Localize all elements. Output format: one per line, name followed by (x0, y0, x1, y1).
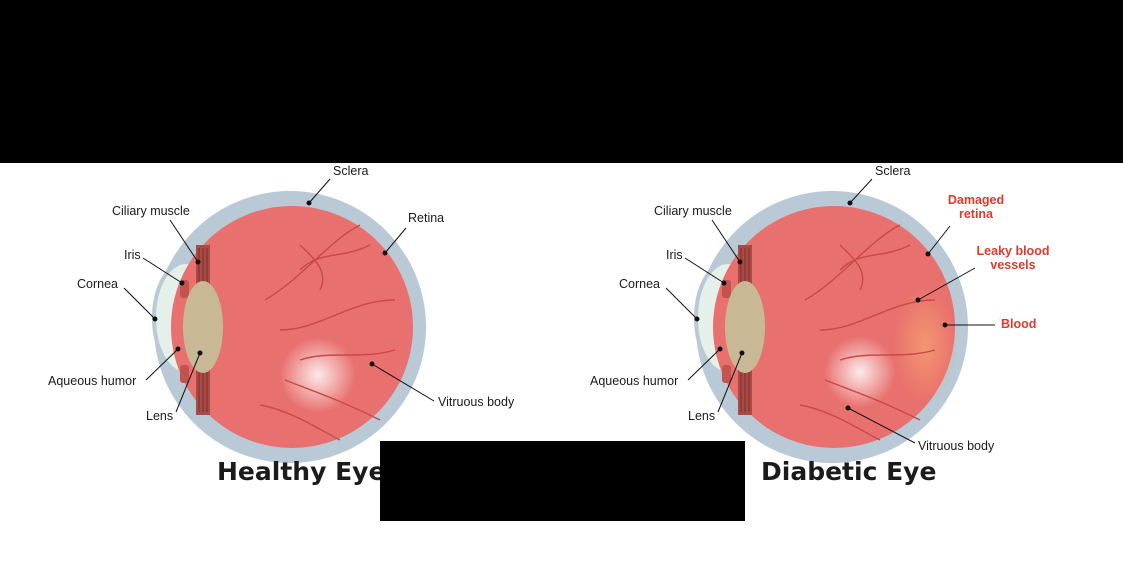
blood-vessels (799, 224, 936, 441)
healthy-label-cornea: Cornea (77, 277, 118, 291)
diabetic-label-blood: Blood (1001, 317, 1037, 331)
healthy-label-aqueous-humor: Aqueous humor (48, 374, 137, 388)
healthy-label-ciliary-muscle: Ciliary muscle (112, 204, 190, 218)
glow-spot (280, 337, 356, 413)
blood-vessels (259, 224, 396, 441)
lens-shape (183, 281, 223, 373)
healthy-label-vitreous-body: Vitruous body (438, 395, 515, 409)
blood-patch (893, 287, 957, 403)
diabetic-label-damaged-retina: Damaged retina (947, 193, 1005, 221)
diabetic-label-aqueous-humor: Aqueous humor (590, 374, 679, 388)
diabetic-label-vitreous-body: Vitruous body (918, 439, 995, 453)
diabetic-eye-title: Diabetic Eye (761, 457, 937, 486)
diabetic-label-iris: Iris (666, 248, 683, 262)
iris-lower (722, 365, 731, 383)
healthy-eye-title: Healthy Eye (217, 457, 386, 486)
black-overlay-block (380, 441, 745, 521)
diabetic-label-leaky-vessels: Leaky blood vessels (976, 244, 1050, 272)
healthy-leaders (123, 178, 435, 413)
eyeball-interior (713, 206, 955, 448)
healthy-eye (152, 191, 426, 463)
glow-spot (824, 336, 896, 408)
healthy-label-iris: Iris (124, 248, 141, 262)
diabetic-leaders (665, 178, 995, 444)
diabetic-label-ciliary-muscle: Ciliary muscle (654, 204, 732, 218)
healthy-label-lens: Lens (146, 409, 174, 423)
lens-shape (725, 281, 765, 373)
diabetic-label-cornea: Cornea (619, 277, 660, 291)
diabetic-eye (694, 191, 968, 463)
iris-lower (180, 365, 189, 383)
diabetic-label-lens: Lens (688, 409, 716, 423)
diabetic-label-sclera: Sclera (875, 164, 911, 178)
healthy-label-sclera: Sclera (333, 164, 369, 178)
healthy-label-retina: Retina (408, 211, 445, 225)
